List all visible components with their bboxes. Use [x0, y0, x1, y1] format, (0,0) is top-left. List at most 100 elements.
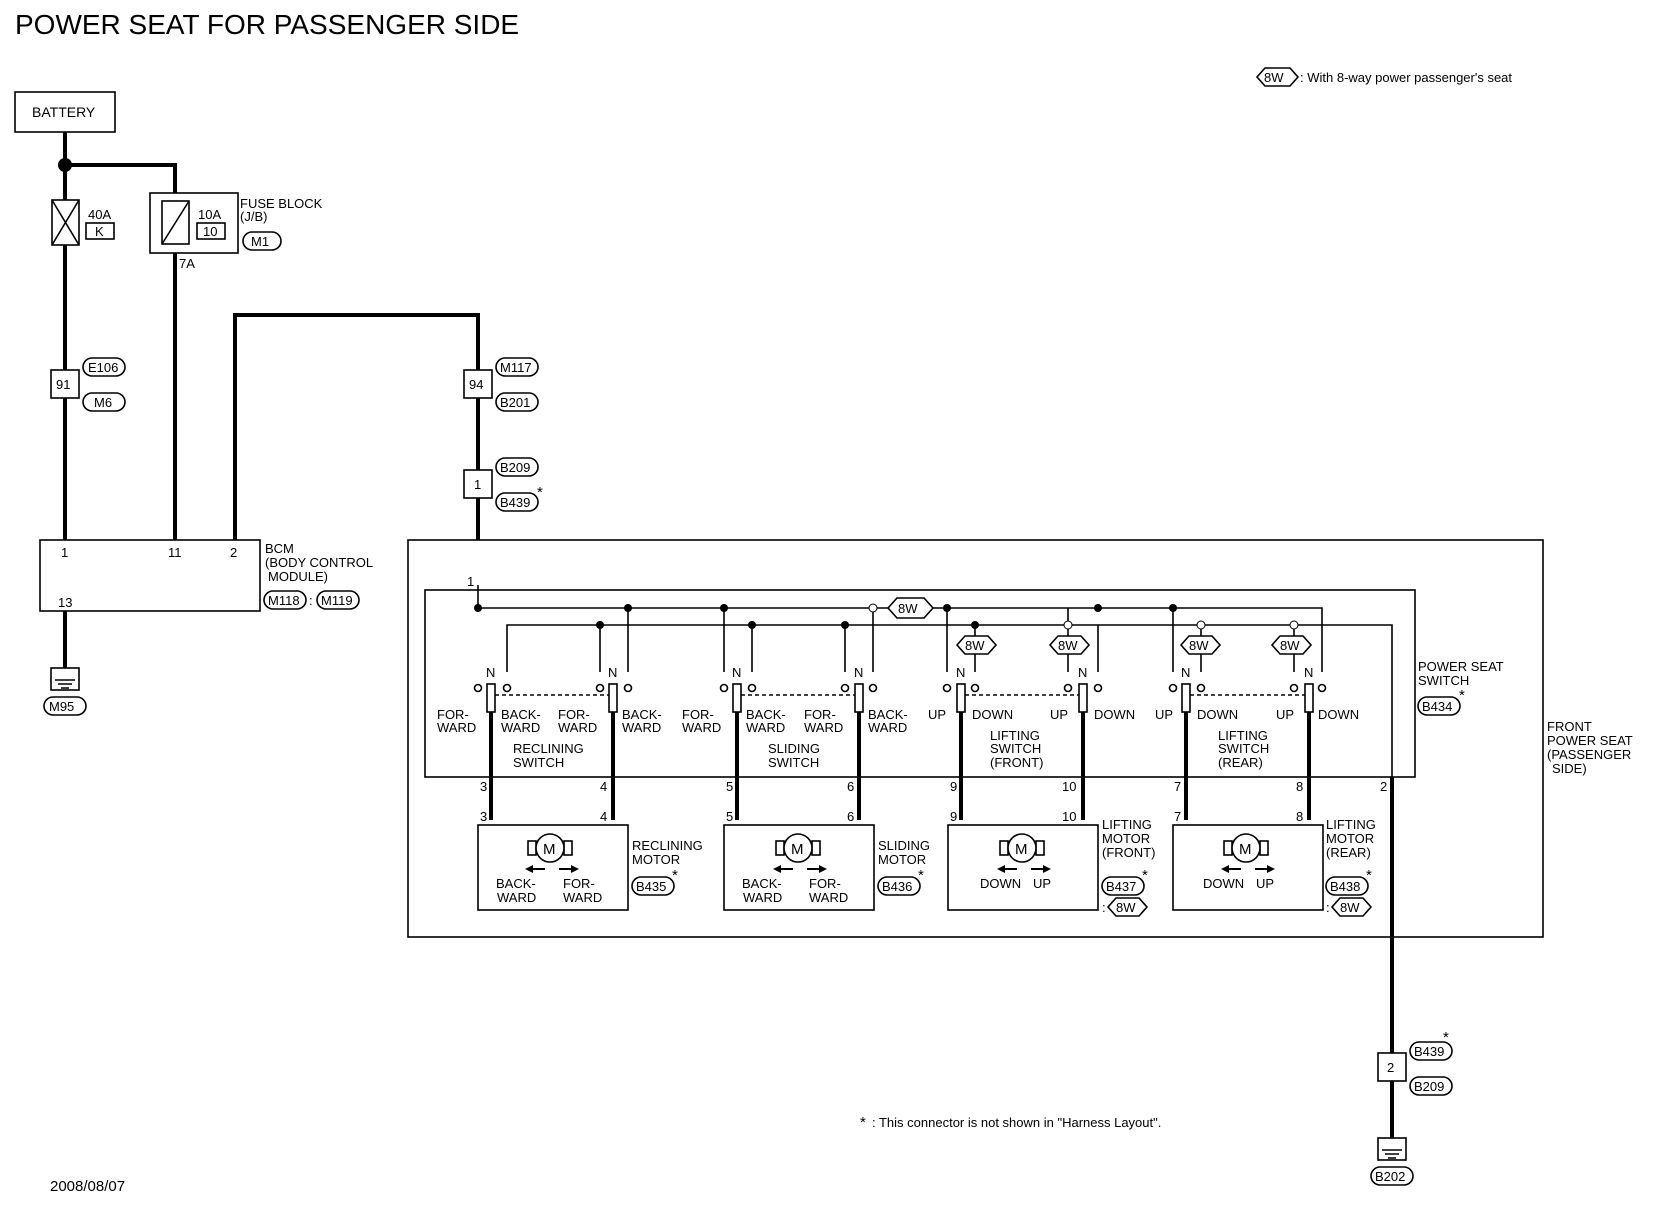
reclining-back-3: BACK-	[622, 707, 662, 722]
pin-3a: 3	[480, 779, 487, 794]
reclining-back-4: WARD	[622, 720, 661, 735]
reclining-motor-back-2: WARD	[497, 890, 536, 905]
lift-front-sep: :	[1102, 900, 1106, 915]
bcm-pin-11: 11	[168, 545, 182, 560]
lifting-8w-tags	[955, 635, 1313, 655]
jc-1-conn1: B209	[500, 460, 530, 475]
bcm-conn1: M118	[268, 593, 300, 608]
power-seat-switch-box	[424, 589, 1416, 778]
power-seat-switch-label: POWER SEAT	[1418, 659, 1504, 674]
fuse-40a-rating: 40A	[88, 207, 111, 222]
jc-94-box	[463, 369, 493, 399]
fuse-10a-terminal: 7A	[179, 256, 195, 271]
motor-m-1: M	[543, 841, 556, 858]
lift-front-down-2: DOWN	[1094, 707, 1135, 722]
pin-5a: 5	[726, 779, 733, 794]
bcm-pin-2: 2	[230, 545, 237, 560]
reclining-motor-for-1: FOR-	[563, 876, 595, 891]
fuse-10a-rating: 10A	[198, 207, 221, 222]
pin-6b: 6	[847, 809, 854, 824]
neutral-3: N	[732, 665, 741, 680]
lift-front-8w-text: 8W	[1116, 900, 1136, 915]
motor-m-3: M	[1015, 841, 1028, 858]
sliding-motor-for-1: FOR-	[809, 876, 841, 891]
legend-8w-code: 8W	[1264, 70, 1284, 85]
sliding-back-3: BACK-	[868, 707, 908, 722]
front-power-seat-label-4: SIDE)	[1552, 761, 1587, 776]
sliding-motor-back-2: WARD	[743, 890, 782, 905]
ground-m95-label: M95	[49, 699, 74, 714]
pin-7b: 7	[1174, 809, 1181, 824]
front-power-seat-label-3: (PASSENGER	[1547, 747, 1631, 762]
lift-front-switch-label-2: SWITCH	[990, 741, 1041, 756]
reclining-for-4: WARD	[558, 720, 597, 735]
lift-rear-8w-tag	[1330, 897, 1373, 917]
reclining-for-3: FOR-	[558, 707, 590, 722]
switch-levers	[486, 683, 1314, 713]
asterisk-mark: *	[1366, 867, 1372, 884]
lift-front-up-2: UP	[1050, 707, 1068, 722]
connector-pill	[495, 357, 539, 377]
connector-pill	[495, 457, 539, 477]
fuse-block-label: FUSE BLOCK	[240, 196, 323, 211]
ground-b202-label: B202	[1375, 1169, 1405, 1184]
reclining-for-1: FOR-	[437, 707, 469, 722]
fuse-10a: 10A 10 7A	[149, 192, 239, 271]
junction-dot	[58, 158, 72, 172]
arrow-icon	[525, 865, 1275, 873]
reclining-motor-label-2: MOTOR	[632, 852, 680, 867]
bus-8w-text: 8W	[898, 601, 918, 616]
motor-m-2: M	[791, 841, 804, 858]
fuse-40a: 40A K	[51, 199, 115, 246]
lift-rear-8w-text: 8W	[1340, 900, 1360, 915]
pin-numbers: 3 4 3 4 5 6 5 6 9 10 9 10 7 8 7 8 2	[480, 779, 1387, 824]
connector-pill	[263, 590, 307, 610]
pin-4a: 4	[600, 779, 607, 794]
sliding-motor-back-1: BACK-	[742, 876, 782, 891]
asterisk-mark: *	[1459, 687, 1465, 704]
fuse-10a-number: 10	[203, 224, 217, 239]
jc-1-box	[463, 469, 493, 499]
lift-rear-motor-down: DOWN	[1203, 876, 1244, 891]
diagram-title: POWER SEAT FOR PASSENGER SIDE	[15, 9, 519, 40]
lift-rear-motor-label-3: (REAR)	[1326, 845, 1371, 860]
connector-pill	[82, 392, 126, 412]
bcm-conn2: M119	[321, 593, 353, 608]
legend-8w: 8W : With 8-way power passenger's seat	[1255, 67, 1512, 87]
diagram-date: 2008/08/07	[50, 1178, 125, 1195]
sliding-for-4: WARD	[804, 720, 843, 735]
reclining-motor-label: RECLINING	[632, 838, 703, 853]
power-seat-switch-label-2: SWITCH	[1418, 673, 1469, 688]
reclining-switch-label-2: SWITCH	[513, 755, 564, 770]
motor-icon	[527, 833, 573, 863]
jc-94-pin: 94	[469, 377, 483, 392]
connector-pill	[1409, 1076, 1453, 1096]
bcm-label-2: (BODY CONTROL	[265, 555, 373, 570]
pin-2-switch: 2	[1380, 779, 1387, 794]
lift-rear-switch-label-2: SWITCH	[1218, 741, 1269, 756]
tag-8w-2: 8W	[1058, 638, 1078, 653]
reclining-for-2: WARD	[437, 720, 476, 735]
jc-94-conn2: B201	[500, 395, 530, 410]
battery-label: BATTERY	[32, 104, 96, 120]
ground-icon	[50, 667, 80, 691]
sliding-motor-label-2: MOTOR	[878, 852, 926, 867]
connector-pill	[1101, 876, 1145, 896]
lift-front-motor-label-2: MOTOR	[1102, 831, 1150, 846]
lift-front-motor-connector: B437	[1106, 879, 1136, 894]
sliding-switch-label: SLIDING	[768, 741, 820, 756]
connector-pill	[877, 876, 921, 896]
bcm-pin-13: 13	[58, 595, 72, 610]
jc-91-conn2: M6	[94, 395, 112, 410]
connector-pill	[495, 392, 539, 412]
connector-pill	[1325, 876, 1369, 896]
lift-front-switch-label-3: (FRONT)	[990, 755, 1043, 770]
neutral-7: N	[1181, 665, 1190, 680]
neutral-2: N	[608, 665, 617, 680]
jc-91-box	[50, 369, 80, 399]
connector-pill	[1370, 1166, 1414, 1186]
asterisk-mark: *	[672, 867, 678, 884]
lift-front-motor-up: UP	[1033, 876, 1051, 891]
power-seat-switch-connector: B434	[1422, 699, 1452, 714]
lift-front-motor-label-3: (FRONT)	[1102, 845, 1155, 860]
